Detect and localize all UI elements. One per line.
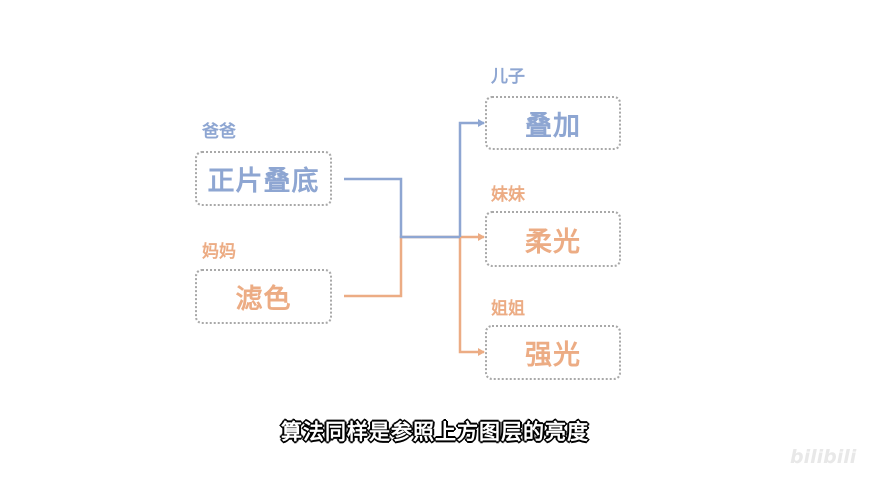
arrow-to-overlay bbox=[458, 119, 485, 237]
box-multiply: 正片叠底 bbox=[195, 151, 332, 206]
tag-older-sister: 姐姐 bbox=[491, 299, 525, 319]
line-mother-to-junction bbox=[344, 235, 460, 298]
tag-son: 儿子 bbox=[491, 67, 525, 87]
label-screen: 滤色 bbox=[235, 284, 292, 315]
tag-father: 爸爸 bbox=[202, 122, 236, 142]
arrow-to-hard-light bbox=[458, 237, 485, 356]
label-multiply: 正片叠底 bbox=[207, 166, 320, 197]
box-soft-light: 柔光 bbox=[485, 211, 621, 267]
line-father-to-junction bbox=[344, 177, 460, 239]
tag-younger-sister: 妹妹 bbox=[491, 185, 525, 205]
box-overlay: 叠加 bbox=[485, 96, 621, 150]
label-overlay: 叠加 bbox=[525, 110, 581, 142]
box-hard-light: 强光 bbox=[485, 325, 621, 380]
label-hard-light: 强光 bbox=[525, 340, 581, 371]
tag-mother: 妈妈 bbox=[202, 242, 236, 262]
subtitle-caption: 算法同样是参照上方图层的亮度 bbox=[281, 420, 589, 444]
bilibili-watermark-logo: bilibili bbox=[790, 446, 857, 468]
label-soft-light: 柔光 bbox=[525, 226, 581, 258]
box-screen: 滤色 bbox=[195, 269, 332, 324]
